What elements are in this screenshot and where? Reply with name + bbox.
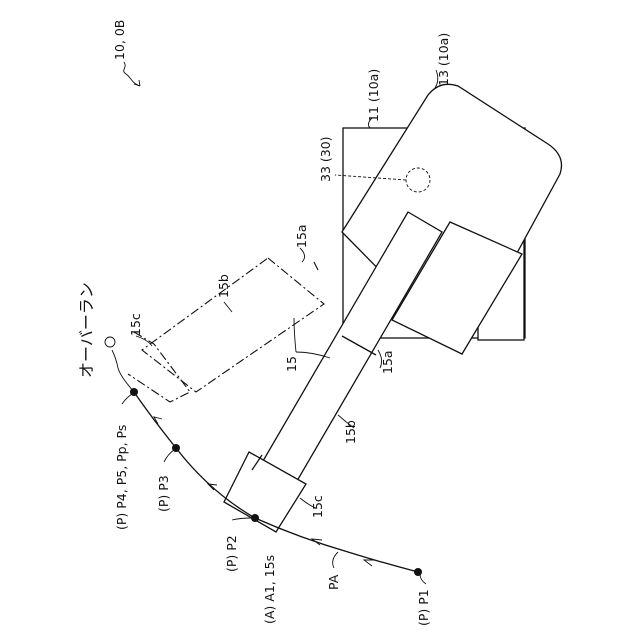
point-p2 xyxy=(251,514,259,522)
path-label: PA xyxy=(326,574,341,590)
dashed-link-label: 15b xyxy=(216,274,231,298)
solid-link-label: 15b xyxy=(343,420,358,444)
figure-label: 10, 0B xyxy=(112,20,127,60)
point-p3-leader xyxy=(164,450,174,462)
body-label: 13 (10a) xyxy=(436,33,451,86)
path-label-leader xyxy=(333,552,338,568)
figure-label-leader xyxy=(124,62,140,86)
point-p4-label: (P) P4, P5, Pp, Ps xyxy=(114,425,129,530)
overrun-end-circle xyxy=(105,337,115,347)
dashed-joint-leader xyxy=(300,248,305,262)
point-p3-label: (P) P3 xyxy=(156,475,171,512)
arm-solid xyxy=(224,212,442,532)
base-label: 11 (10a) xyxy=(366,69,381,122)
point-p1 xyxy=(414,568,422,576)
point-p2-leader xyxy=(232,518,252,520)
point-p2-p-label: (P) P2 xyxy=(224,535,239,572)
path-pa xyxy=(105,337,418,572)
dashed-hand-label: 15c xyxy=(128,313,143,336)
point-p1-leader xyxy=(420,574,426,584)
overrun-label: オーバーラン xyxy=(77,282,96,378)
point-p2-a-label: (A) A1, 15s xyxy=(262,555,277,624)
point-p1-label: (P) P1 xyxy=(416,589,431,626)
arm-label: 15 xyxy=(284,356,299,372)
point-p4-leader xyxy=(122,394,132,404)
solid-joint-label: 15a xyxy=(380,350,395,374)
dashed-joint-label: 15a xyxy=(294,224,309,248)
dashed-link-leader xyxy=(224,302,232,312)
hidden-part-label: 33 (30) xyxy=(318,136,333,182)
